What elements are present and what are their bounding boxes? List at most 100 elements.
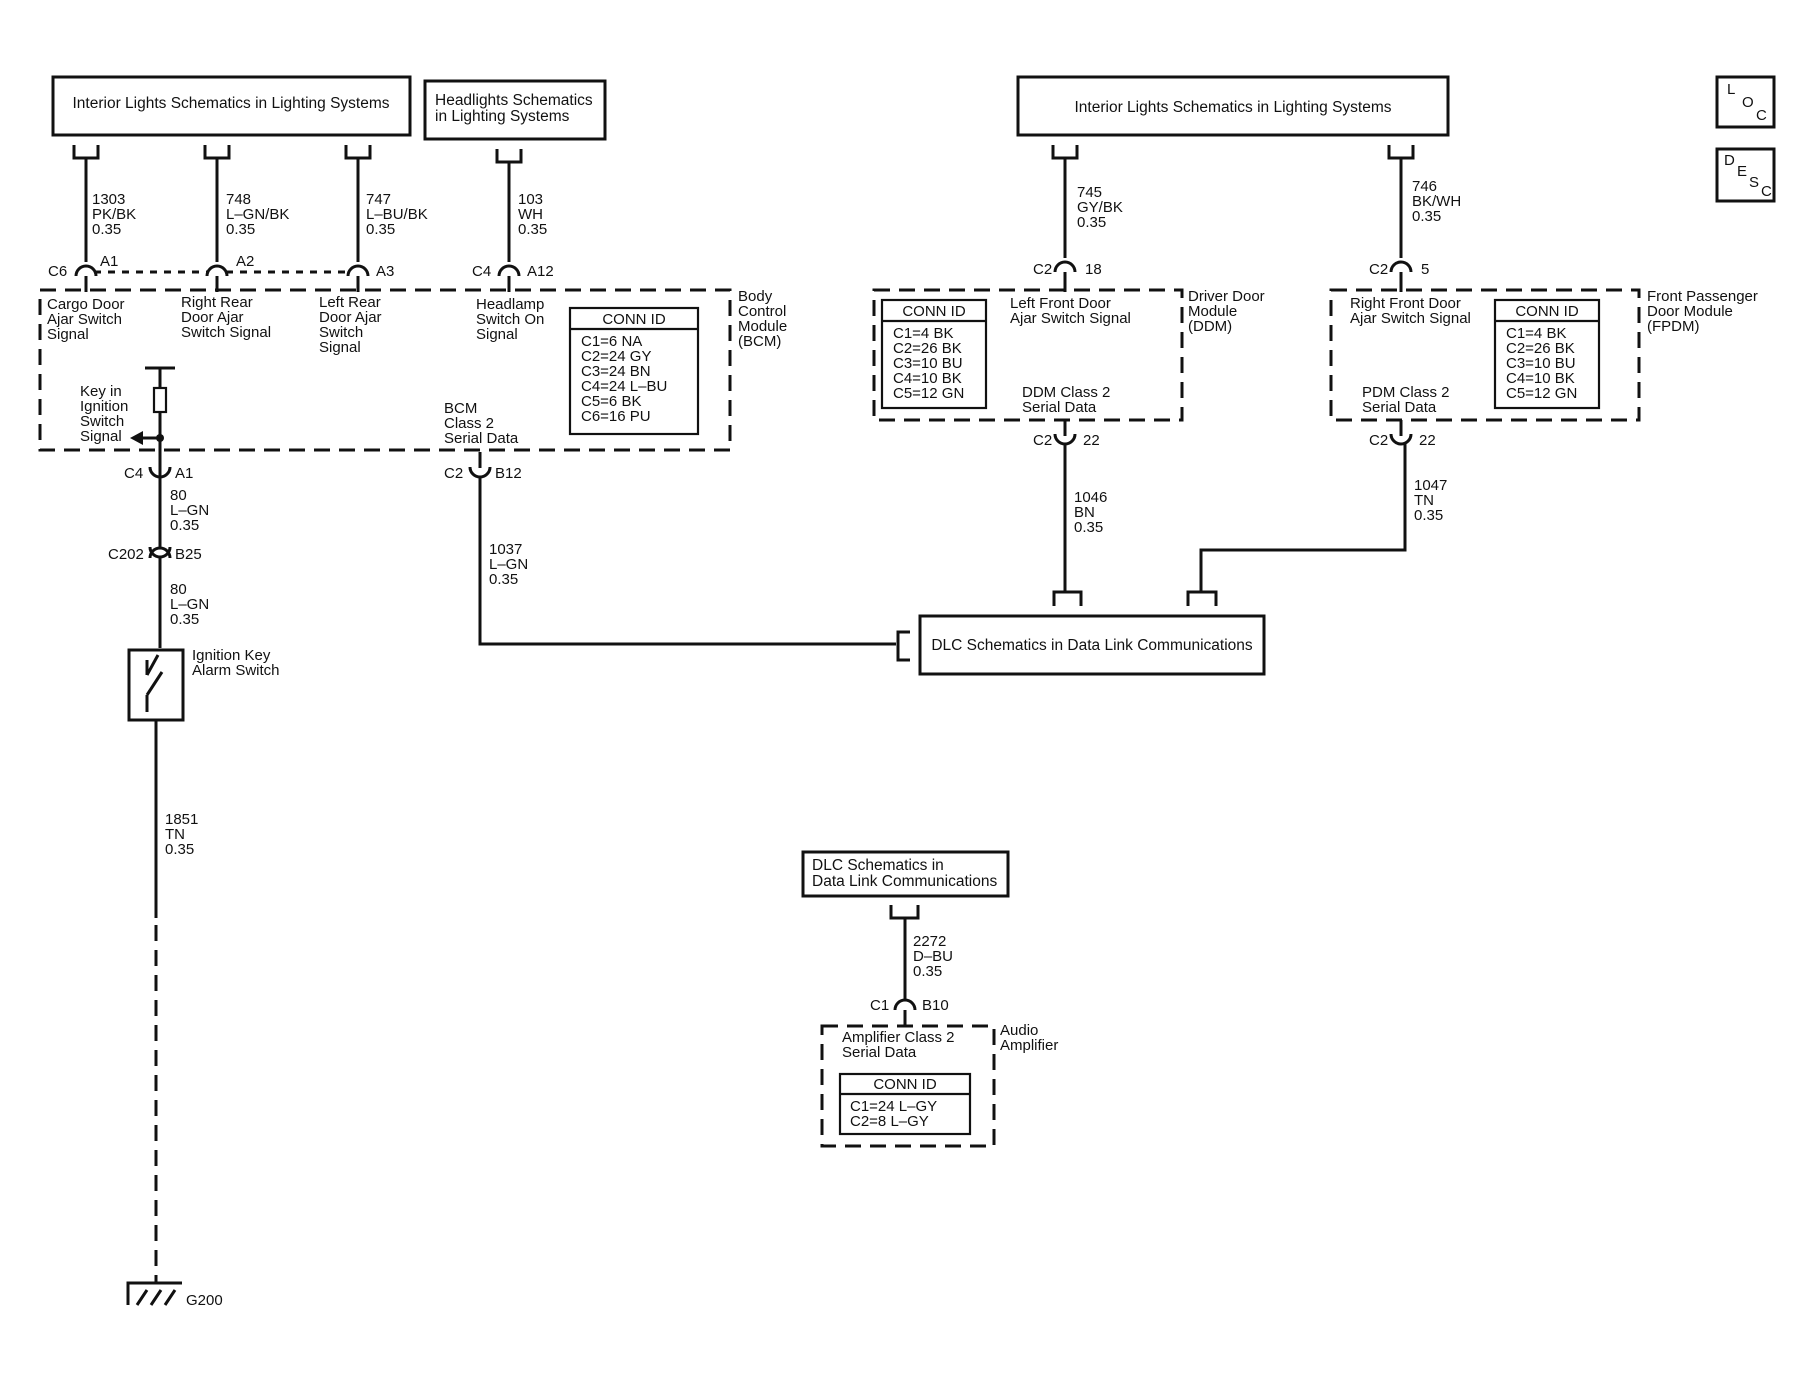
bcm-conn-id-table: CONN ID C1=6 NA C2=24 GY C3=24 BN C4=24 … bbox=[568, 306, 700, 436]
wire-label-748: 748 L–GN/BK 0.35 bbox=[226, 191, 289, 238]
svg-text:B10: B10 bbox=[922, 997, 949, 1014]
svg-text:CONN ID: CONN ID bbox=[1515, 303, 1579, 320]
ref-interior-lights-right-label: Interior Lights Schematics in Lighting S… bbox=[1074, 99, 1391, 116]
svg-text:Signal: Signal bbox=[319, 339, 361, 356]
svg-text:Control: Control bbox=[738, 303, 786, 320]
svg-text:C202: C202 bbox=[108, 546, 144, 563]
svg-text:A1: A1 bbox=[175, 465, 193, 482]
svg-text:TN: TN bbox=[165, 826, 185, 843]
svg-text:Cargo Door: Cargo Door bbox=[47, 296, 125, 313]
svg-text:0.35: 0.35 bbox=[165, 841, 194, 858]
svg-text:0.35: 0.35 bbox=[1074, 519, 1103, 536]
svg-text:Amplifier Class 2: Amplifier Class 2 bbox=[842, 1029, 955, 1046]
wire-label-103: 103 WH 0.35 bbox=[518, 191, 547, 238]
svg-text:C6: C6 bbox=[48, 263, 67, 280]
ddm-serial-label: DDM Class 2 Serial Data bbox=[1022, 384, 1110, 416]
amp-serial-label: Amplifier Class 2 Serial Data bbox=[842, 1029, 955, 1061]
svg-text:B12: B12 bbox=[495, 465, 522, 482]
wire-label-1047: 1047 TN 0.35 bbox=[1414, 477, 1447, 524]
svg-text:Signal: Signal bbox=[476, 326, 518, 343]
ground-label: G200 bbox=[186, 1292, 223, 1309]
fpdm-bottom-connector: C2 22 bbox=[1369, 420, 1436, 449]
svg-text:C1=4 BK: C1=4 BK bbox=[1506, 325, 1566, 342]
wire-label-745: 745 GY/BK 0.35 bbox=[1077, 184, 1123, 231]
ref-interior-lights-right[interactable]: Interior Lights Schematics in Lighting S… bbox=[1016, 75, 1450, 137]
svg-text:18: 18 bbox=[1085, 261, 1102, 278]
svg-text:Right Rear: Right Rear bbox=[181, 294, 253, 311]
svg-text:Signal: Signal bbox=[80, 428, 122, 445]
ref-dlc-main-label: DLC Schematics in Data Link Communicatio… bbox=[931, 637, 1253, 654]
svg-text:103: 103 bbox=[518, 191, 543, 208]
ref-dlc-main[interactable]: DLC Schematics in Data Link Communicatio… bbox=[918, 614, 1266, 676]
svg-text:(DDM): (DDM) bbox=[1188, 318, 1232, 335]
bcm-left-rear-signal-label: Left Rear Door Ajar Switch Signal bbox=[319, 294, 382, 356]
svg-text:C5=12 GN: C5=12 GN bbox=[893, 385, 964, 402]
wire-label-1037: 1037 L–GN 0.35 bbox=[489, 541, 528, 588]
wire-label-1851: 1851 TN 0.35 bbox=[165, 811, 198, 858]
svg-text:C5=12 GN: C5=12 GN bbox=[1506, 385, 1577, 402]
ref-dlc-amp-line-2: Data Link Communications bbox=[812, 873, 997, 890]
svg-text:0.35: 0.35 bbox=[489, 571, 518, 588]
fpdm-signal-label: Right Front Door Ajar Switch Signal bbox=[1350, 295, 1471, 327]
svg-text:0.35: 0.35 bbox=[170, 517, 199, 534]
svg-text:C4: C4 bbox=[472, 263, 491, 280]
ref-connector-tabs bbox=[72, 145, 1415, 164]
ref-headlights[interactable]: Headlights Schematics in Lighting System… bbox=[423, 79, 607, 141]
svg-text:Body: Body bbox=[738, 288, 773, 305]
svg-text:Module: Module bbox=[738, 318, 787, 335]
ignition-key-alarm-switch bbox=[127, 648, 185, 722]
bcm-cargo-signal-label: Cargo Door Ajar Switch Signal bbox=[47, 296, 125, 343]
svg-text:1851: 1851 bbox=[165, 811, 198, 828]
svg-text:0.35: 0.35 bbox=[92, 221, 121, 238]
ref-interior-lights-left[interactable]: Interior Lights Schematics in Lighting S… bbox=[51, 75, 412, 137]
svg-text:Switch On: Switch On bbox=[476, 311, 544, 328]
loc-letter-o: O bbox=[1742, 94, 1754, 111]
svg-text:Ignition: Ignition bbox=[80, 398, 128, 415]
svg-text:0.35: 0.35 bbox=[913, 963, 942, 980]
svg-text:C5=6 BK: C5=6 BK bbox=[581, 393, 641, 410]
svg-text:Module: Module bbox=[1188, 303, 1237, 320]
fpdm-top-connector: C2 5 bbox=[1369, 260, 1429, 292]
svg-text:BCM: BCM bbox=[444, 400, 477, 417]
svg-text:L–BU/BK: L–BU/BK bbox=[366, 206, 428, 223]
svg-text:L–GN: L–GN bbox=[170, 502, 209, 519]
desc-button[interactable]: D E S C bbox=[1715, 147, 1776, 203]
svg-text:Switch Signal: Switch Signal bbox=[181, 324, 271, 341]
svg-text:(BCM): (BCM) bbox=[738, 333, 781, 350]
ref-dlc-amp[interactable]: DLC Schematics in Data Link Communicatio… bbox=[801, 850, 1010, 898]
svg-text:745: 745 bbox=[1077, 184, 1102, 201]
svg-text:C1: C1 bbox=[870, 997, 889, 1014]
loc-button[interactable]: L O C bbox=[1715, 75, 1776, 129]
svg-text:Driver Door: Driver Door bbox=[1188, 288, 1265, 305]
svg-text:C1=4 BK: C1=4 BK bbox=[893, 325, 953, 342]
bcm-name-label: Body Control Module (BCM) bbox=[738, 288, 787, 350]
svg-text:C2: C2 bbox=[1033, 261, 1052, 278]
svg-text:C3=24 BN: C3=24 BN bbox=[581, 363, 651, 380]
svg-text:Left Rear: Left Rear bbox=[319, 294, 381, 311]
svg-text:0.35: 0.35 bbox=[518, 221, 547, 238]
amp-top-connector: C1 B10 bbox=[870, 997, 949, 1026]
bcm-right-rear-signal-label: Right Rear Door Ajar Switch Signal bbox=[181, 294, 271, 341]
fpdm-module bbox=[1329, 288, 1641, 422]
dlc-amp-connector-tab bbox=[889, 905, 920, 920]
svg-text:Alarm Switch: Alarm Switch bbox=[192, 662, 280, 679]
svg-text:TN: TN bbox=[1414, 492, 1434, 509]
svg-text:Door Ajar: Door Ajar bbox=[319, 309, 382, 326]
c202-pin-labels: C202 B25 bbox=[108, 546, 202, 563]
svg-text:BK/WH: BK/WH bbox=[1412, 193, 1461, 210]
svg-text:Key in: Key in bbox=[80, 383, 122, 400]
bcm-key-signal-label: Key in Ignition Switch Signal bbox=[80, 383, 128, 445]
svg-text:1303: 1303 bbox=[92, 191, 125, 208]
svg-text:C1=6 NA: C1=6 NA bbox=[581, 333, 642, 350]
svg-text:B25: B25 bbox=[175, 546, 202, 563]
wire-1047 bbox=[1199, 444, 1407, 592]
svg-text:L–GN/BK: L–GN/BK bbox=[226, 206, 289, 223]
svg-text:80: 80 bbox=[170, 581, 187, 598]
svg-text:CONN ID: CONN ID bbox=[873, 1076, 937, 1093]
svg-text:A2: A2 bbox=[236, 253, 254, 270]
fpdm-name-label: Front Passenger Door Module (FPDM) bbox=[1647, 288, 1758, 335]
svg-text:0.35: 0.35 bbox=[226, 221, 255, 238]
svg-text:Signal: Signal bbox=[47, 326, 89, 343]
svg-text:CONN ID: CONN ID bbox=[602, 311, 666, 328]
